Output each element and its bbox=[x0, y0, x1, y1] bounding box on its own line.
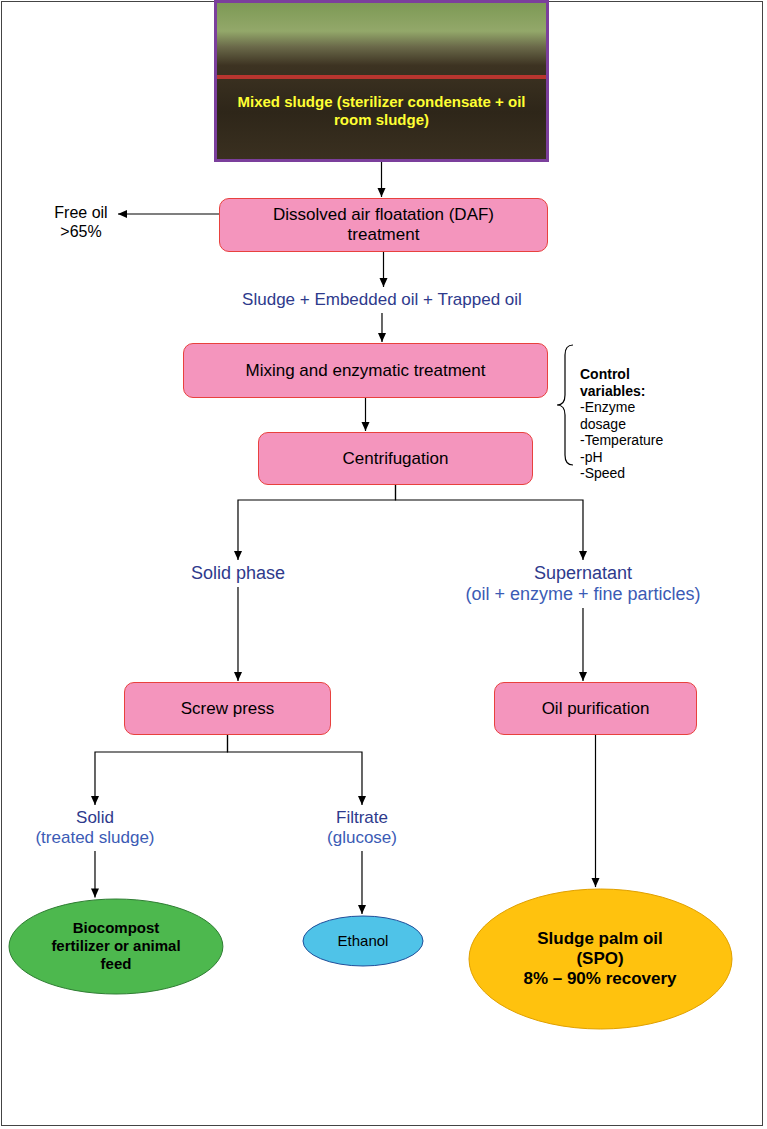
connector-line bbox=[95, 735, 228, 805]
flow-arrow bbox=[378, 162, 386, 197]
process-box: Screw press bbox=[124, 682, 331, 735]
arrow-head bbox=[579, 551, 587, 560]
curly-bracket bbox=[557, 345, 573, 465]
control-label: -Temperature bbox=[580, 432, 672, 449]
process-box: Oil purification bbox=[494, 682, 697, 735]
flow-label: (oil + enzyme + fine particles) bbox=[465, 584, 700, 605]
flow-label: Supernatant bbox=[465, 563, 700, 584]
arrow-head bbox=[358, 905, 366, 914]
flow-label: (glucose) bbox=[327, 828, 397, 848]
output-label: Biocompost fertilizer or animal feed bbox=[43, 919, 188, 973]
flow-arrow bbox=[380, 252, 388, 287]
arrow-head bbox=[358, 796, 366, 805]
connector-line bbox=[582, 608, 583, 681]
process-label: Screw press bbox=[181, 699, 275, 719]
flow-text: Filtrate(glucose) bbox=[327, 808, 397, 848]
arrow-head bbox=[378, 333, 386, 342]
flow-arrow bbox=[358, 851, 366, 914]
connector-line bbox=[361, 851, 362, 914]
connector-line bbox=[595, 735, 596, 887]
flow-arrow bbox=[362, 398, 370, 431]
control-label: -Speed bbox=[580, 465, 672, 482]
process-label: Centrifugation bbox=[343, 449, 449, 469]
arrow-head bbox=[362, 422, 370, 431]
flow-arrow bbox=[579, 608, 587, 681]
flow-arrow bbox=[91, 735, 228, 805]
connector-line bbox=[238, 485, 396, 560]
arrow-head bbox=[234, 551, 242, 560]
arrow-head bbox=[234, 672, 242, 681]
flow-text: Supernatant(oil + enzyme + fine particle… bbox=[465, 563, 700, 605]
flow-text: Solid phase bbox=[191, 563, 285, 584]
flow-label: Solid phase bbox=[191, 563, 285, 584]
ellipse-outline bbox=[9, 899, 223, 994]
output-label: Ethanol bbox=[328, 932, 398, 950]
output-label: Sludge palm oil (SPO) bbox=[513, 929, 688, 969]
output-ellipse: Biocompost fertilizer or animal feed bbox=[8, 898, 224, 995]
arrow-head bbox=[91, 796, 99, 805]
output-ellipse: Ethanol bbox=[302, 915, 424, 967]
flow-label: Sludge + Embedded oil + Trapped oil bbox=[242, 290, 522, 310]
control-label: -Enzyme dosage bbox=[580, 399, 672, 432]
arrow-head bbox=[378, 188, 386, 197]
process-label: Dissolved air floatation (DAF) treatment bbox=[249, 205, 519, 245]
process-label: Oil purification bbox=[542, 699, 650, 719]
process-box: Mixing and enzymatic treatment bbox=[183, 343, 548, 398]
output-label: 8% – 90% recovery bbox=[513, 969, 688, 989]
control-variables: Control variables:-Enzyme dosage-Tempera… bbox=[580, 366, 672, 482]
arrow-head bbox=[91, 888, 99, 897]
output-ellipse: Sludge palm oil (SPO)8% – 90% recovery bbox=[468, 888, 733, 1030]
flow-text: Solid(treated sludge) bbox=[35, 808, 154, 848]
arrow-head bbox=[579, 672, 587, 681]
ellipse-outline bbox=[303, 916, 423, 966]
flow-arrow bbox=[118, 210, 219, 218]
flow-arrow bbox=[234, 587, 242, 681]
flow-label: (treated sludge) bbox=[35, 828, 154, 848]
arrow-head bbox=[380, 278, 388, 287]
flow-label: Filtrate bbox=[327, 808, 397, 828]
arrow-head bbox=[118, 210, 127, 218]
flow-text: Free oil >65% bbox=[48, 203, 114, 241]
connector-line bbox=[228, 735, 362, 805]
ellipse-text-wrap: Ethanol bbox=[328, 932, 398, 950]
connector-line bbox=[118, 213, 219, 214]
process-box: Dissolved air floatation (DAF) treatment bbox=[219, 198, 548, 252]
flow-arrow bbox=[592, 735, 600, 887]
process-box: Centrifugation bbox=[258, 432, 533, 485]
photo-caption: Mixed sludge (sterilizer condensate + oi… bbox=[217, 3, 546, 129]
photo-label: Mixed sludge (sterilizer condensate + oi… bbox=[225, 93, 538, 129]
ellipse-outline bbox=[469, 889, 732, 1029]
process-label: Mixing and enzymatic treatment bbox=[246, 361, 486, 381]
photo-node: Mixed sludge (sterilizer condensate + oi… bbox=[214, 0, 549, 162]
arrow-head bbox=[592, 878, 600, 887]
flow-arrow bbox=[378, 313, 386, 342]
flow-arrow bbox=[234, 485, 396, 560]
flow-arrow bbox=[396, 485, 587, 560]
flow-text: Sludge + Embedded oil + Trapped oil bbox=[242, 290, 522, 310]
flow-arrow bbox=[228, 735, 366, 805]
flow-label: Free oil >65% bbox=[48, 203, 114, 241]
control-label: -pH bbox=[580, 449, 672, 466]
ellipse-text-wrap: Sludge palm oil (SPO)8% – 90% recovery bbox=[513, 929, 688, 989]
control-label: Control variables: bbox=[580, 366, 672, 399]
connector-line bbox=[237, 587, 238, 681]
ellipse-text-wrap: Biocompost fertilizer or animal feed bbox=[43, 919, 188, 973]
flow-arrow bbox=[91, 851, 99, 897]
flow-label: Solid bbox=[35, 808, 154, 828]
connector-line bbox=[396, 485, 583, 560]
